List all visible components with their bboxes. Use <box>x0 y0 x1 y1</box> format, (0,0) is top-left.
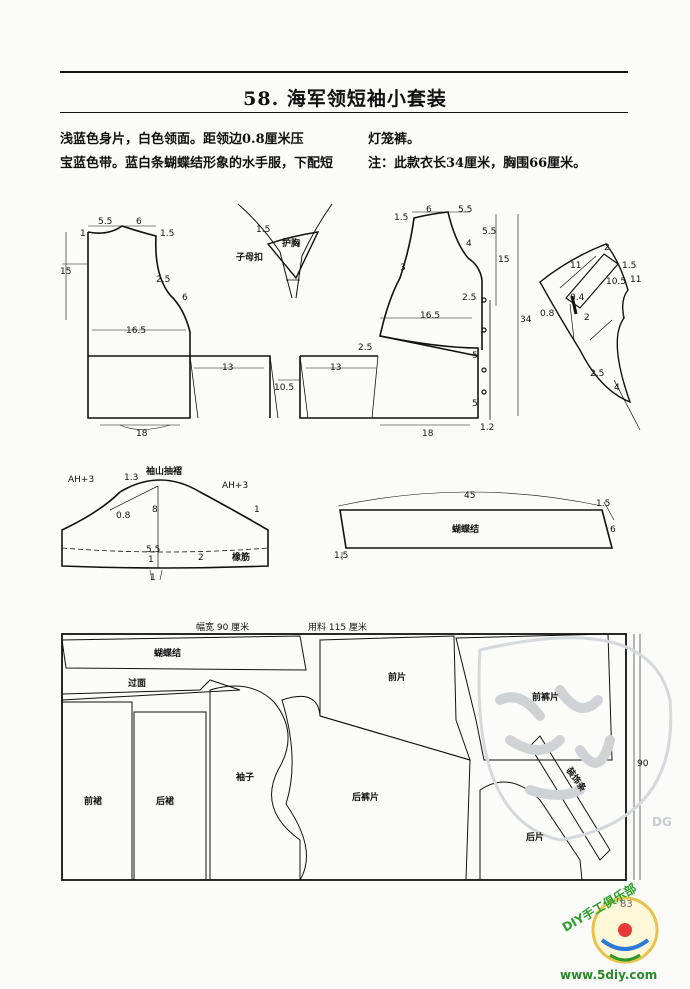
chest-piece <box>237 203 333 299</box>
front-bodice-label: 18 <box>422 429 434 439</box>
front-bodice-label: 5.5 <box>458 205 472 215</box>
bow-label: 45 <box>464 491 475 501</box>
intro-left: 浅蓝色身片，白色领面。距领边0.8厘米压 宝蓝色带。蓝白条蝴蝶结形象的水手服，下… <box>60 128 350 176</box>
intro-line: 灯笼裤。 <box>368 132 421 147</box>
collar-label: 2.5 <box>590 369 604 379</box>
layout-piece-label: 前裙 <box>84 795 102 807</box>
watermark-brush <box>477 636 673 842</box>
collar-label: 1.5 <box>622 261 636 271</box>
chest-piece-label: 护胸 <box>282 237 300 249</box>
chest-piece-label: 1.5 <box>256 225 270 235</box>
collar-label: 4 <box>614 383 620 393</box>
layout-piece-label: 前裤片 <box>532 691 559 703</box>
page-title: 58. 海军领短袖小套装 <box>243 88 447 110</box>
layout-piece-label: 后片 <box>526 831 544 843</box>
sleeve-label: 5.5 <box>146 545 160 555</box>
front-bodice-label: 2.5 <box>358 343 372 353</box>
bow-piece <box>337 491 615 560</box>
collar-label: 11 <box>630 275 641 285</box>
intro-line: 注：此款衣长34厘米，胸围66厘米。 <box>368 156 587 171</box>
sleeve-label: 2 <box>198 553 204 563</box>
collar-label: 0.4 <box>570 293 585 303</box>
back-bodice-label: 1.5 <box>160 229 174 239</box>
layout-piece-label: 前片 <box>388 671 406 683</box>
front-bodice-label: 16.5 <box>420 311 440 321</box>
back-bodice-label: 6 <box>182 293 188 303</box>
club-logo <box>591 896 659 964</box>
back-bodice-label: 2.5 <box>156 275 170 285</box>
chest-piece-label: 子母扣 <box>236 251 263 263</box>
front-bodice-label: 5.5 <box>482 227 496 237</box>
sleeve-label: 1.3 <box>124 473 138 483</box>
intro-line: 宝蓝色带。蓝白条蝴蝶结形象的水手服，下配短 <box>60 156 334 171</box>
footer-url: www.5diy.com <box>560 968 658 982</box>
bow-label: 1.5 <box>596 499 610 509</box>
front-bodice-label: 5 <box>472 399 478 409</box>
collar-piece <box>539 243 641 431</box>
collar-label: 11 <box>570 261 581 271</box>
front-bodice-label: 5 <box>472 351 478 361</box>
front-bodice-label: 34 <box>520 315 532 325</box>
bow-label: 蝴蝶结 <box>452 523 479 535</box>
back-bodice-label: 15 <box>60 267 71 277</box>
back-bodice-label: 5.5 <box>98 217 112 227</box>
front-bodice-label: 15 <box>498 255 509 265</box>
bow-label: 6 <box>610 525 616 535</box>
back-bodice <box>62 225 279 430</box>
front-bodice-label: 1.5 <box>394 213 408 223</box>
sleeve-label: 1 <box>148 555 154 565</box>
back-bodice-label: 1 <box>80 229 86 239</box>
collar-label: 10.5 <box>606 277 626 287</box>
sleeve-label: 8 <box>152 505 158 515</box>
top-rule <box>60 71 628 73</box>
cutting-layout <box>61 633 641 881</box>
layout-length-label: 90 <box>637 759 649 769</box>
front-bodice-label: 2.5 <box>462 293 476 303</box>
sleeve-label: 1 <box>150 573 156 583</box>
title-rule <box>60 112 628 113</box>
back-bodice-label: 13 <box>222 363 233 373</box>
front-bodice-label: 1.2 <box>480 423 494 433</box>
sleeve-title: 袖山抽褶 <box>145 465 182 477</box>
layout-fabric-label: 用料 115 厘米 <box>308 621 367 633</box>
back-bodice-label: 16.5 <box>126 326 146 336</box>
front-bodice <box>299 211 519 426</box>
layout-piece-label: 蝴蝶结 <box>154 647 181 659</box>
sleeve-label: 橡筋 <box>232 551 250 563</box>
collar-label: 0.8 <box>540 309 555 319</box>
layout-piece-label: 后裙 <box>156 795 174 807</box>
back-bodice-label: 6 <box>136 217 142 227</box>
front-bodice-label: 3 <box>400 263 406 273</box>
layout-width-label: 幅宽 90 厘米 <box>196 621 249 633</box>
back-bodice-label: 18 <box>136 429 148 439</box>
back-bodice-label: 10.5 <box>274 383 294 393</box>
front-bodice-label: 4 <box>466 239 472 249</box>
collar-label: 2 <box>604 243 610 253</box>
sleeve-label: AH+3 <box>222 481 248 491</box>
bow-label: 1.5 <box>334 551 348 561</box>
sleeve-piece <box>61 479 269 581</box>
page-number: 83 <box>620 899 633 910</box>
front-bodice-label: 6 <box>426 205 432 215</box>
front-bodice-label: 13 <box>330 363 341 373</box>
layout-piece-label: 后裤片 <box>352 791 379 803</box>
intro-right: 灯笼裤。 注：此款衣长34厘米，胸围66厘米。 <box>368 128 668 176</box>
watermark-dg: DG <box>652 815 672 829</box>
collar-label: 2 <box>584 313 590 323</box>
layout-piece-label: 袖子 <box>235 771 254 783</box>
sleeve-label: 0.8 <box>116 511 131 521</box>
layout-piece-label: 过面 <box>128 677 146 689</box>
intro-line: 浅蓝色身片，白色领面。距领边0.8厘米压 <box>60 132 304 147</box>
sleeve-label: 1 <box>254 505 260 515</box>
sleeve-label: AH+3 <box>68 475 94 485</box>
